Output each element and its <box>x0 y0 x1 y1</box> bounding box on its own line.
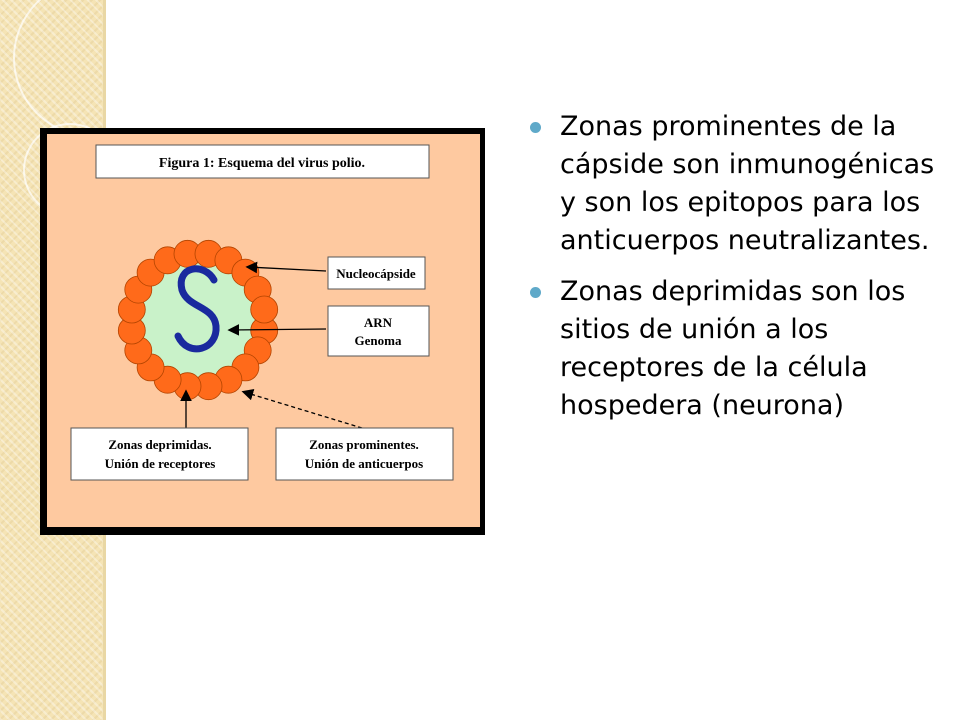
bullet-list: Zonas prominentes de la cápside son inmu… <box>530 108 940 438</box>
label-arn: ARN <box>364 315 393 330</box>
label-box-zonas-prominentes <box>275 427 454 481</box>
label-genoma: Genoma <box>355 333 402 348</box>
bullet-text: Zonas deprimidas son los sitios de unión… <box>560 276 906 421</box>
bullet-dot-icon <box>530 122 541 133</box>
bullet-dot-icon <box>530 287 541 298</box>
figure-title: Figura 1: Esquema del virus polio. <box>159 156 365 171</box>
label-zonas-prominentes: Zonas prominentes. <box>309 437 419 452</box>
capsid-capsomeres <box>117 239 279 401</box>
capsid-interior <box>132 254 264 386</box>
label-union-receptores: Unión de receptores <box>105 456 216 471</box>
bullet-item: Zonas deprimidas son los sitios de unión… <box>530 273 940 425</box>
label-nucleocapside: Nucleocápside <box>336 266 416 281</box>
bullet-item: Zonas prominentes de la cápside son inmu… <box>530 108 940 260</box>
label-box-zonas-deprimidas <box>70 427 249 481</box>
label-zonas-deprimidas: Zonas deprimidas. <box>108 437 211 452</box>
rna-genome-strand <box>174 265 220 353</box>
arrow-zonas-prominentes <box>241 389 363 429</box>
capsomere <box>250 295 279 324</box>
label-box-arn <box>327 305 430 357</box>
bullet-text: Zonas prominentes de la cápside son inmu… <box>560 111 935 256</box>
label-box-nucleocapside <box>327 256 426 290</box>
figure-title-box <box>95 144 430 179</box>
arrow-arn <box>227 324 327 336</box>
arrow-nucleocapside <box>245 261 327 274</box>
label-union-anticuerpos: Unión de anticuerpos <box>305 456 423 471</box>
